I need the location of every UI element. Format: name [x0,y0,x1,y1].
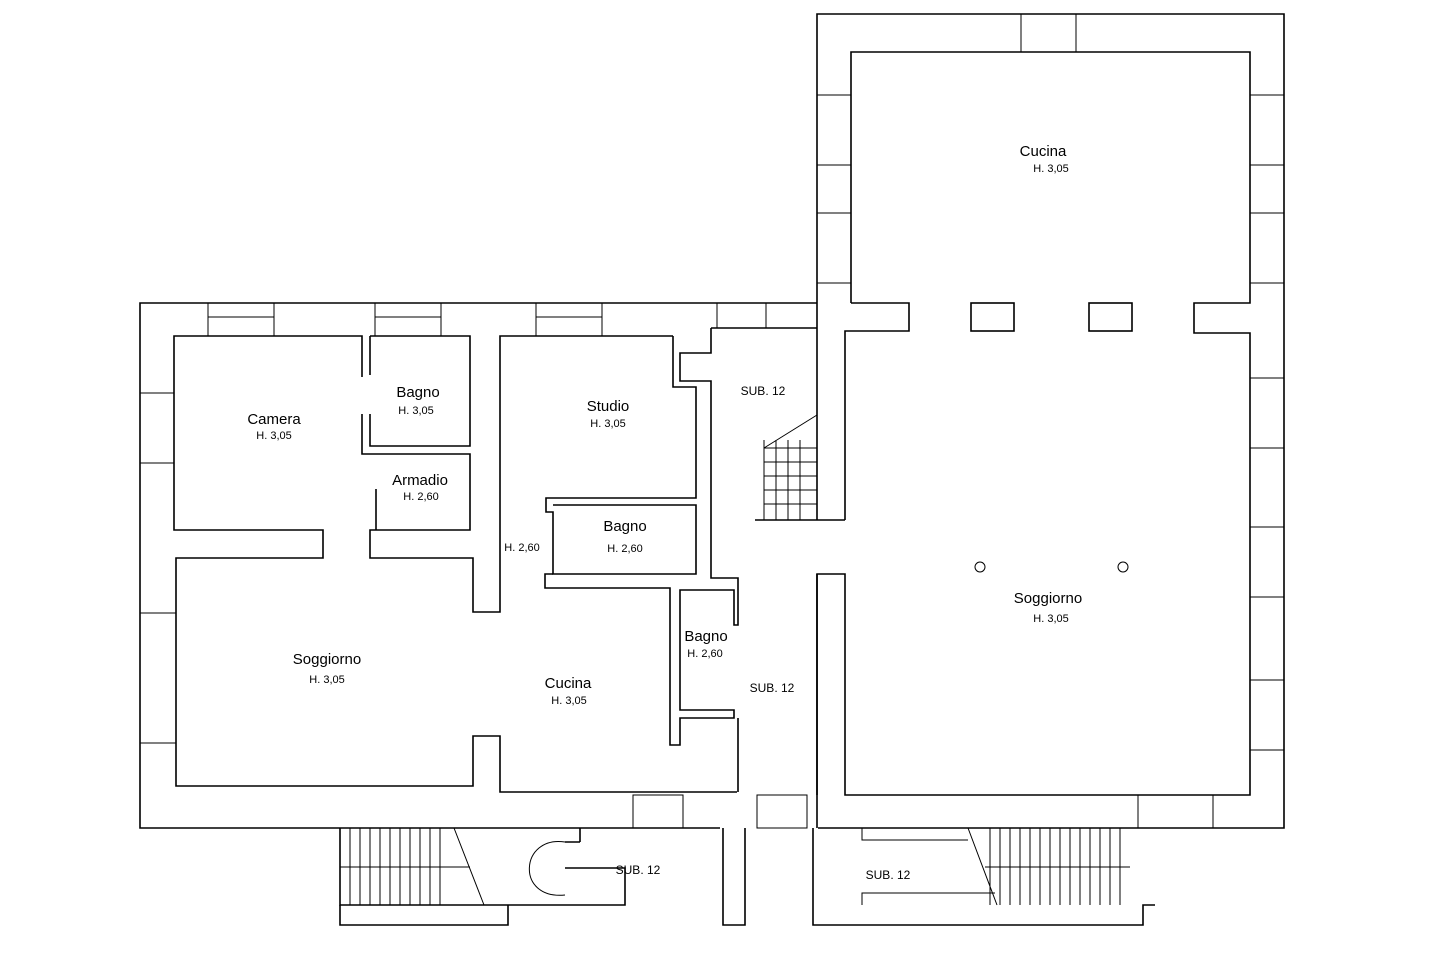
room-name: Bagno [603,518,646,535]
room-height: H. 3,05 [256,430,291,442]
room-height: H. 3,05 [398,405,433,417]
room-height: H. 3,05 [1033,163,1068,175]
room-name: Armadio [392,472,448,489]
room-name: Studio [587,398,630,415]
room-name: Soggiorno [293,651,361,668]
room-name: Bagno [684,628,727,645]
room-name: Soggiorno [1014,590,1082,607]
room-height: H. 2,60 [607,543,642,555]
sub-label: SUB. 12 [616,863,661,877]
room-height: H. 3,05 [590,418,625,430]
room-height: H. 3,05 [551,695,586,707]
room-name: Cucina [1020,143,1067,160]
room-name: Camera [247,411,301,428]
walls [139,13,1285,829]
sub-label: SUB. 12 [741,384,786,398]
external-stairs [339,827,1155,926]
sub-label: SUB. 12 [866,868,911,882]
room-labels: Cucina H. 3,05 Soggiorno H. 3,05 Camera … [247,143,1082,882]
room-height: H. 3,05 [309,674,344,686]
room-height: H. 2,60 [403,491,438,503]
sub-label: SUB. 12 [750,681,795,695]
windows [139,13,1285,829]
corridor-height: H. 2,60 [504,542,539,554]
room-name: Cucina [545,675,592,692]
room-height: H. 3,05 [1033,613,1068,625]
room-height: H. 2,60 [687,648,722,660]
internal-stairs [763,414,818,520]
room-name: Bagno [396,384,439,401]
